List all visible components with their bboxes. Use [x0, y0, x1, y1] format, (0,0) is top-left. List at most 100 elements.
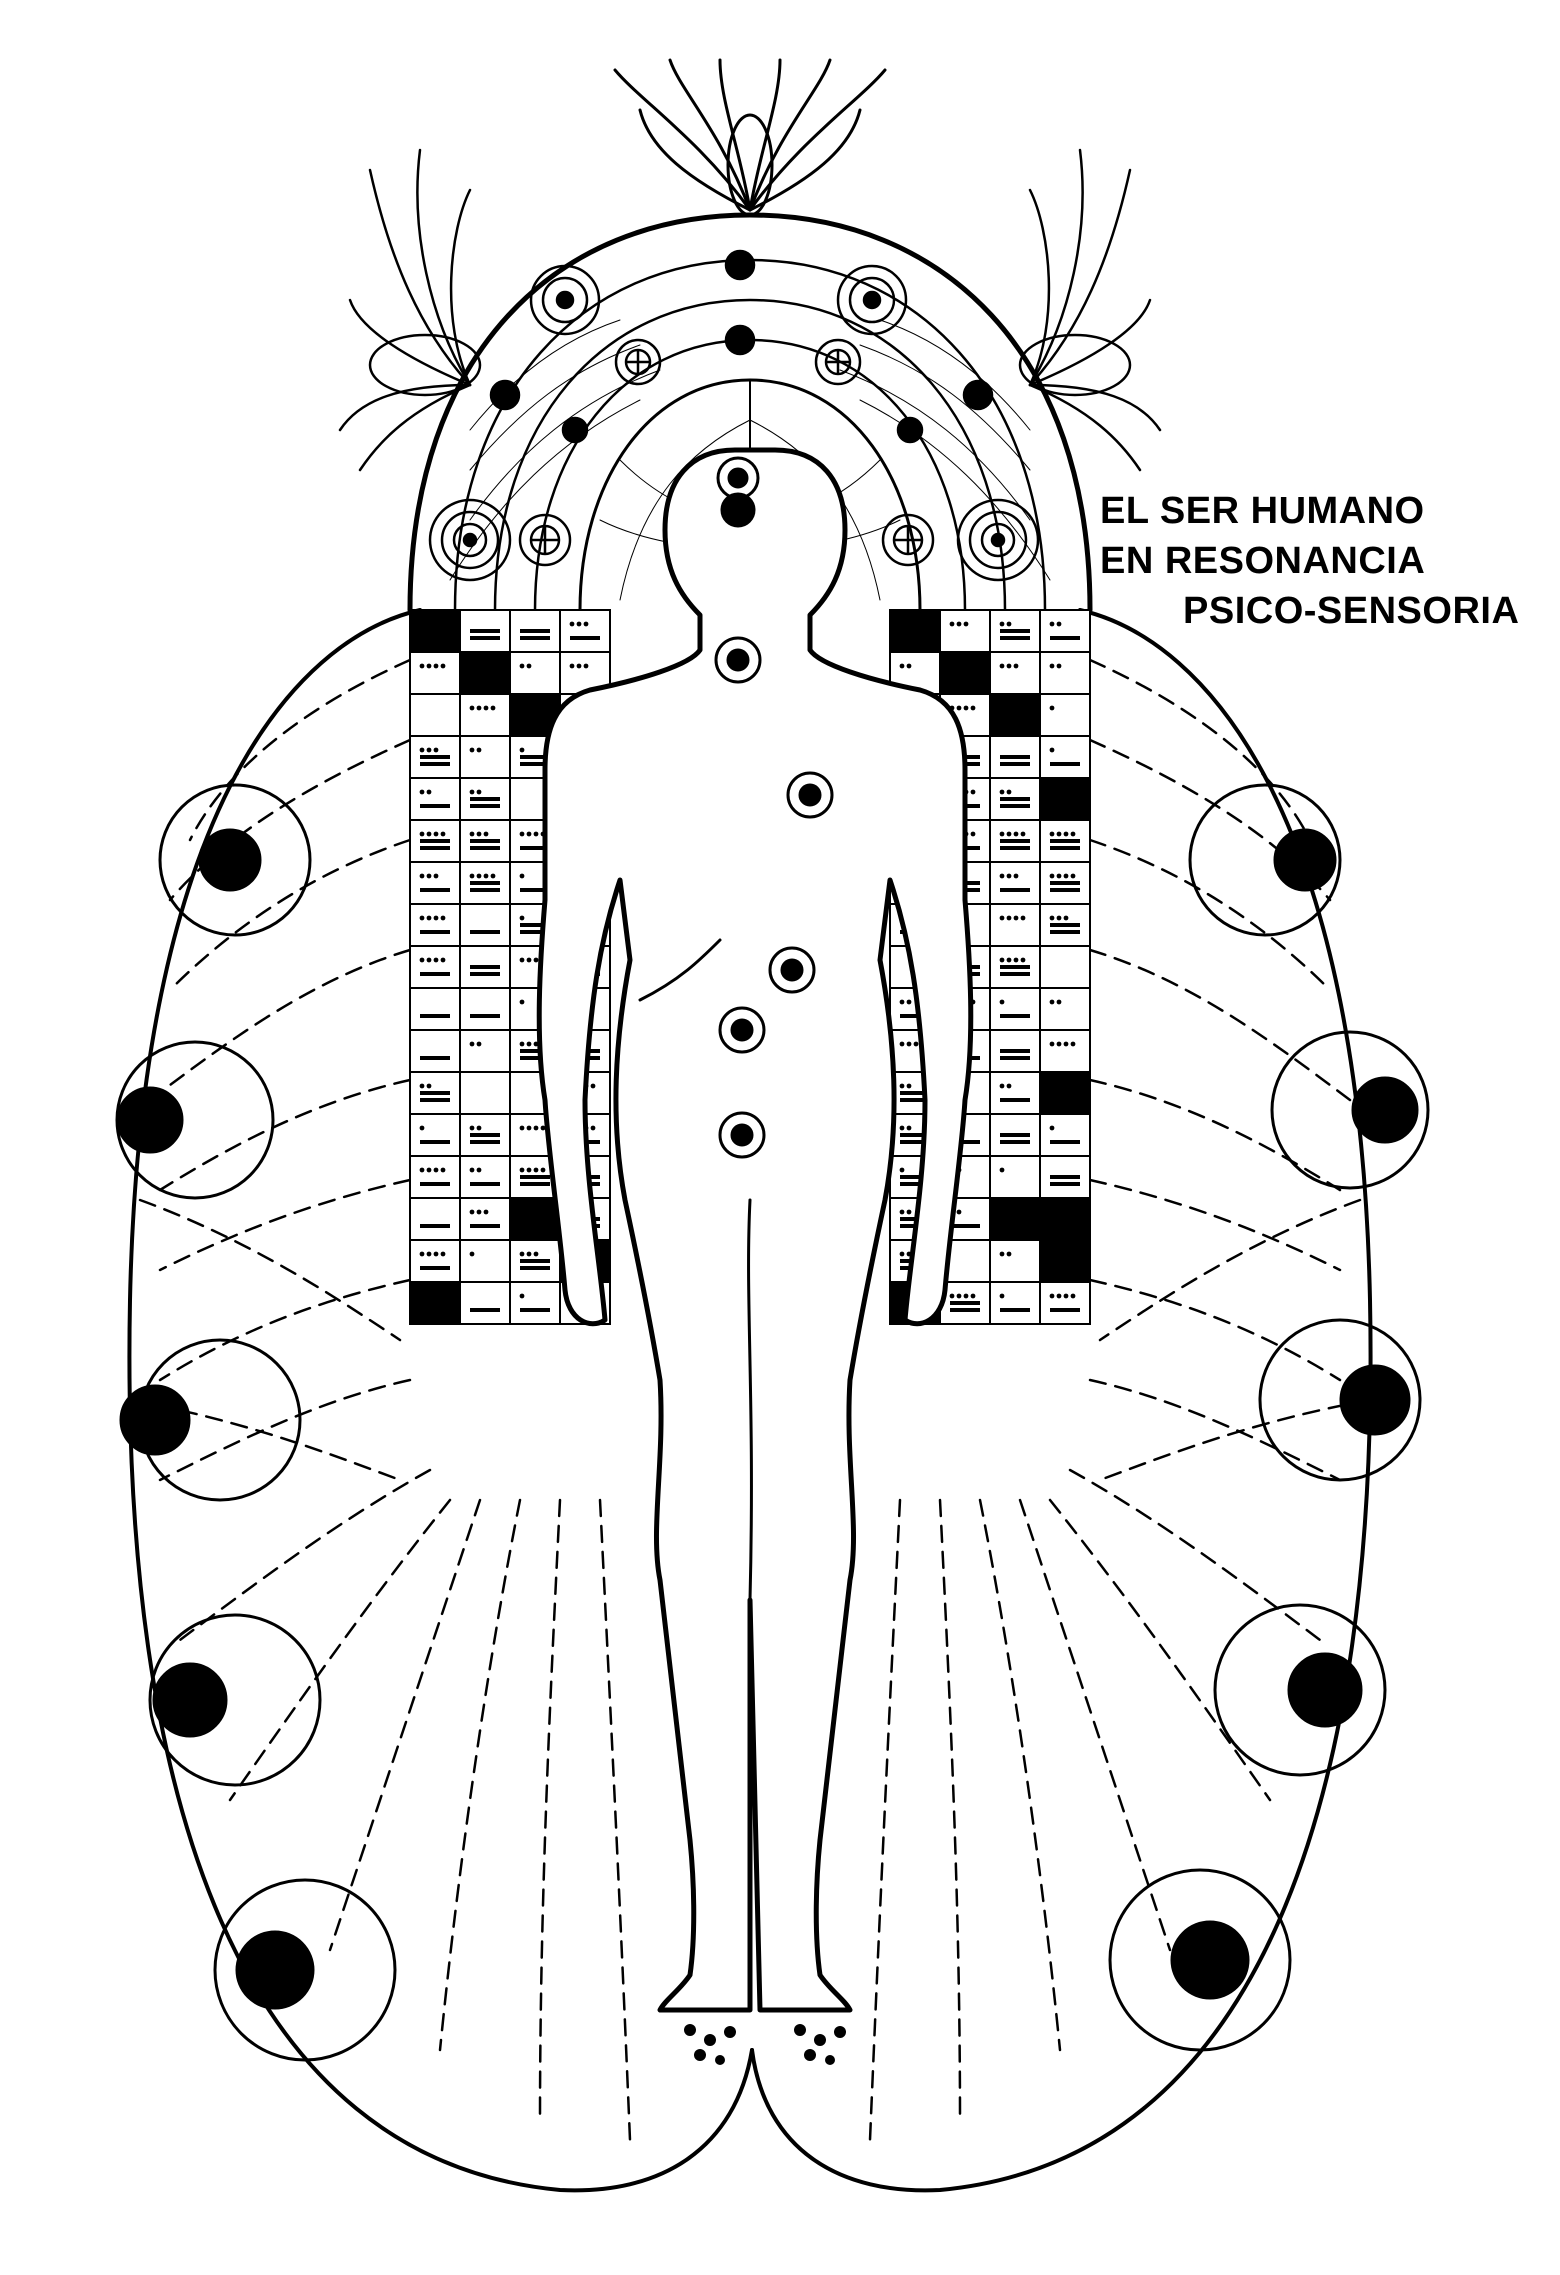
chakra-points: [714, 456, 834, 1159]
chakra-point: [718, 1006, 766, 1054]
glyph-cell: [409, 1029, 461, 1073]
glyph-cell: [1039, 1197, 1091, 1241]
glyph-cell: [1039, 693, 1091, 737]
spiral-node: [836, 264, 908, 336]
chakra-point: [714, 636, 762, 684]
glyph-cell: [1039, 1029, 1091, 1073]
glyph-cell: [459, 1029, 511, 1073]
glyph-cell: [1039, 987, 1091, 1031]
glyph-cell: [409, 945, 461, 989]
cross-node: [614, 338, 662, 386]
glyph-cell: [989, 1071, 1041, 1115]
right-flame-lobe: [1018, 148, 1162, 472]
glyph-cell: [459, 819, 511, 863]
energy-node: [119, 1338, 302, 1502]
left-flame-lobe: [338, 148, 482, 472]
glyph-cell: [989, 777, 1041, 821]
glyph-cell: [989, 1281, 1041, 1325]
energy-node: [1270, 1030, 1430, 1190]
glyph-cell: [989, 651, 1041, 695]
glyph-cell: [1039, 861, 1091, 905]
human-figure: [536, 447, 974, 2013]
glyph-cell: [409, 861, 461, 905]
glyph-cell: [459, 1155, 511, 1199]
glyph-cell: [989, 609, 1041, 653]
glyph-cell: [1039, 651, 1091, 695]
halo-spirals: [428, 249, 1040, 582]
glyph-cell: [409, 903, 461, 947]
glyph-cell: [989, 1197, 1041, 1241]
cross-node: [814, 338, 862, 386]
glyph-cell: [459, 903, 511, 947]
energy-nodes: [115, 783, 1430, 2062]
title-line-1: EL SER HUMANO: [1100, 490, 1425, 532]
glyph-cell: [459, 1239, 511, 1283]
glyph-cell: [459, 1197, 511, 1241]
glyph-cell: [1039, 1113, 1091, 1157]
top-fountain-lines: [613, 58, 887, 217]
energy-node: [148, 1613, 322, 1787]
spiral-node: [956, 498, 1040, 582]
glyph-cell: [939, 609, 991, 653]
spiral-node: [529, 264, 601, 336]
glyph-cell: [1039, 1071, 1091, 1115]
chakra-point: [716, 456, 760, 500]
glyph-cell: [409, 693, 461, 737]
chakra-point: [718, 1111, 766, 1159]
chakra-point: [720, 492, 756, 528]
glyph-cell: [509, 609, 561, 653]
glyph-cell: [409, 1113, 461, 1157]
chakra-point: [786, 771, 834, 819]
glyph-cell: [409, 777, 461, 821]
glyph-cell: [989, 1239, 1041, 1283]
energy-node: [158, 783, 312, 937]
glyph-cell: [459, 1281, 511, 1325]
chakra-point: [768, 946, 816, 994]
glyph-cell: [409, 1155, 461, 1199]
glyph-cell: [459, 735, 511, 779]
glyph-cell: [1039, 777, 1091, 821]
glyph-cell: [989, 987, 1041, 1031]
energy-node: [1188, 783, 1342, 937]
glyph-cell: [409, 1239, 461, 1283]
glyph-cell: [1039, 1281, 1091, 1325]
glyph-cell: [409, 1197, 461, 1241]
glyph-cell: [1039, 945, 1091, 989]
glyph-cell: [989, 819, 1041, 863]
glyph-cell: [989, 693, 1041, 737]
energy-node: [1108, 1868, 1292, 2052]
glyph-cell: [459, 651, 511, 695]
cross-node: [881, 513, 935, 567]
glyph-cell: [459, 777, 511, 821]
glyph-cell: [409, 735, 461, 779]
glyph-cell: [459, 861, 511, 905]
title-line-2: EN RESONANCIA: [1100, 540, 1426, 582]
energy-node: [1213, 1603, 1387, 1777]
glyph-cell: [509, 1281, 561, 1325]
glyph-cell: [409, 609, 461, 653]
energy-node: [1258, 1318, 1422, 1482]
glyph-cell: [989, 1113, 1041, 1157]
glyph-cell: [989, 735, 1041, 779]
glyph-cell: [409, 651, 461, 695]
glyph-cell: [509, 1239, 561, 1283]
glyph-cell: [989, 861, 1041, 905]
left-field-lines: [128, 658, 632, 2142]
glyph-cell: [409, 1071, 461, 1115]
glyph-cell: [1039, 735, 1091, 779]
glyph-cell: [1039, 819, 1091, 863]
glyph-cell: [409, 1281, 461, 1325]
right-field-lines: [868, 658, 1372, 2142]
glyph-cell: [1039, 1155, 1091, 1199]
glyph-cell: [409, 987, 461, 1031]
glyph-cell: [939, 1281, 991, 1325]
glyph-cell: [459, 609, 511, 653]
glyph-cell: [459, 987, 511, 1031]
energy-node: [115, 1040, 275, 1200]
glyph-cell: [409, 819, 461, 863]
glyph-cell: [459, 945, 511, 989]
glyph-cell: [1039, 609, 1091, 653]
glyph-cell: [1039, 903, 1091, 947]
glyph-cell: [989, 945, 1041, 989]
title-line-3: PSICO-SENSORIA: [1183, 590, 1520, 632]
